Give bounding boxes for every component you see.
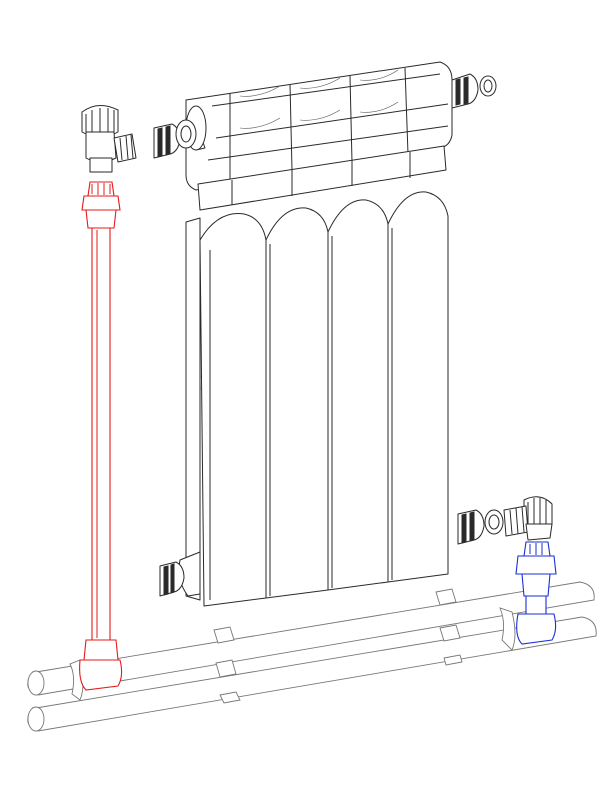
radiator-fin-4 (387, 191, 449, 583)
radiator-fin-3 (327, 199, 389, 591)
radiator (178, 61, 453, 607)
return-pipe-assembly (515, 541, 557, 645)
supply-elbow (79, 659, 123, 691)
return-elbow (516, 613, 557, 645)
floor-pipe-upper-end (27, 670, 45, 696)
bottom-left-plug (159, 561, 185, 597)
return-pipe (525, 595, 547, 615)
top-left-valve (81, 105, 137, 173)
floor-pipe-lower-end (27, 706, 45, 732)
pipe-clip-3 (499, 607, 516, 651)
radiator-fin-2 (265, 207, 329, 599)
top-right-plug-2 (479, 75, 497, 97)
top-left-union-nut (153, 123, 181, 159)
radiator-body (185, 191, 449, 607)
bottom-right-adapter (484, 509, 504, 535)
floor-pipes (27, 581, 597, 732)
supply-pipe (91, 227, 111, 641)
return-fitting-top (523, 541, 551, 557)
radiator-upper-band (197, 145, 447, 211)
radiator-top-header (185, 61, 453, 191)
bottom-right-union-nut (457, 509, 485, 545)
supply-pipe-assembly (79, 181, 123, 691)
top-right-plug-1 (451, 73, 479, 109)
pipe-clip-1 (213, 626, 241, 704)
pipe-clip-2 (435, 588, 463, 666)
bottom-right-valve (503, 496, 553, 541)
top-left-adapter (175, 119, 197, 149)
